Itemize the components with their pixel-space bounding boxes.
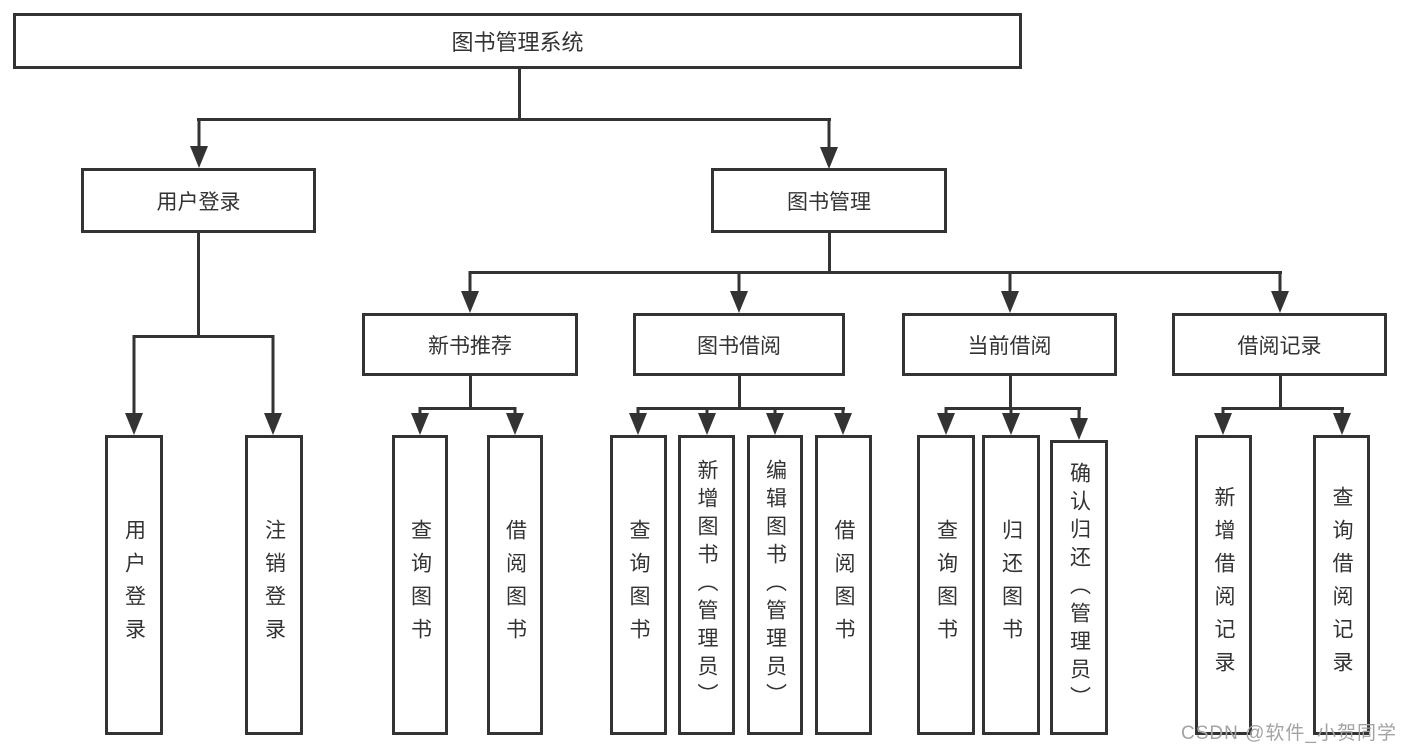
leaf-br-query-label: 查询借阅记录 [1330,486,1353,684]
leaf-bb-query-label: 查询图书 [627,519,650,651]
arrow-br-query [1333,413,1351,435]
arrow-book-mgmt [820,147,838,169]
leaf-bb-borrow-label: 借阅图书 [832,519,855,651]
node-new-books: 新书推荐 [362,313,578,376]
connector-root [197,68,831,149]
arrow-book-borrow [730,291,748,313]
connector-new-books [418,376,517,415]
arrow-cb-return [1002,413,1020,435]
leaf-bb-borrow: 借阅图书 [815,435,872,735]
node-book-mgmt-label: 图书管理 [787,190,871,214]
arrow-login-leaf [125,413,143,435]
leaf-cb-query: 查询图书 [917,435,975,735]
node-book-mgmt: 图书管理 [711,168,947,233]
leaf-nb-borrow: 借阅图书 [487,435,543,735]
leaf-cb-return-label: 归还图书 [999,519,1023,651]
node-current-borrow: 当前借阅 [902,313,1117,376]
node-current-borrow-label: 当前借阅 [967,334,1052,358]
connector-user-login [132,233,275,415]
connector-book-mgmt [468,233,1282,293]
leaf-bb-edit-label: 编辑图书（管理员） [763,459,787,711]
node-borrow-records: 借阅记录 [1172,313,1387,376]
leaf-cb-confirm-label: 确认归还（管理员） [1067,461,1091,714]
arrow-bb-borrow [834,413,852,435]
watermark-text: CSDN @软件_小贺同学 [1181,723,1397,744]
arrow-bb-edit [766,413,784,435]
leaf-bb-add-label: 新增图书（管理员） [695,459,718,711]
leaf-nb-query: 查询图书 [392,435,448,735]
arrow-nb-query [411,413,429,435]
node-book-borrow: 图书借阅 [633,313,845,376]
node-root-label: 图书管理系统 [451,30,584,55]
leaf-logout: 注销登录 [245,435,303,735]
node-user-login: 用户登录 [81,168,316,233]
leaf-cb-return: 归还图书 [982,435,1040,735]
leaf-br-query: 查询借阅记录 [1313,435,1370,735]
leaf-br-add-label: 新增借阅记录 [1212,486,1235,684]
leaf-cb-query-label: 查询图书 [934,519,958,651]
leaf-nb-query-label: 查询图书 [408,519,432,651]
leaf-user-login: 用户登录 [105,435,163,735]
arrow-cb-query [937,413,955,435]
connector-borrow-records [1221,376,1344,415]
node-borrow-records-label: 借阅记录 [1237,334,1322,358]
arrow-logout-leaf [264,413,282,435]
connector-book-borrow [636,376,845,415]
leaf-bb-edit: 编辑图书（管理员） [747,435,803,735]
leaf-cb-confirm: 确认归还（管理员） [1050,440,1108,735]
node-book-borrow-label: 图书借阅 [697,334,781,358]
arrow-bb-add [698,413,716,435]
connector-current-borrow [944,376,1081,420]
arrow-cb-confirm [1070,418,1088,440]
leaf-user-login-label: 用户登录 [122,519,146,651]
arrow-nb-borrow [506,413,524,435]
leaf-bb-add: 新增图书（管理员） [678,435,735,735]
node-new-books-label: 新书推荐 [428,334,512,358]
arrow-user-login [190,146,208,168]
node-root: 图书管理系统 [13,13,1022,69]
leaf-logout-label: 注销登录 [262,519,286,651]
node-user-login-label: 用户登录 [156,190,241,214]
leaf-bb-query: 查询图书 [610,435,667,735]
leaf-br-add: 新增借阅记录 [1195,435,1252,735]
arrow-borrow-records [1271,291,1289,313]
arrow-br-add [1214,413,1232,435]
arrow-current-borrow [1001,291,1019,313]
arrow-new-books [461,291,479,313]
leaf-nb-borrow-label: 借阅图书 [503,519,527,651]
arrow-bb-query [629,413,647,435]
